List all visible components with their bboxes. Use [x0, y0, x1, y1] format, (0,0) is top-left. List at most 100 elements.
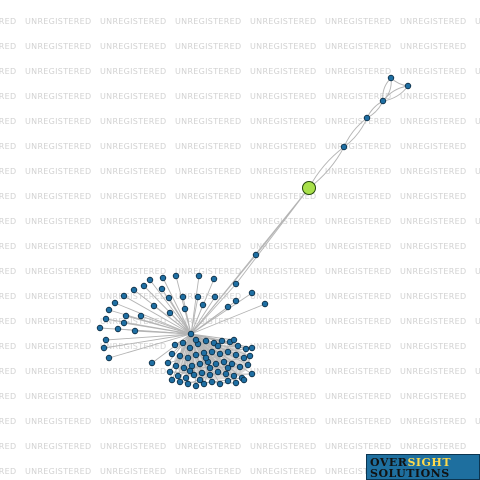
graph-node — [192, 351, 200, 359]
watermark-text: UNREGISTERED — [0, 242, 16, 251]
graph-node — [202, 354, 210, 362]
watermark-text: UNREGISTERED — [250, 67, 316, 76]
graph-node — [192, 382, 200, 390]
graph-edge — [103, 333, 192, 349]
graph-node — [224, 377, 232, 385]
graph-edge — [235, 187, 310, 285]
watermark-text: UNREGISTERED — [325, 242, 391, 251]
watermark-text: UNREGISTERED — [25, 67, 91, 76]
watermark-text: UNREGISTERED — [325, 17, 391, 26]
graph-node — [232, 297, 240, 305]
watermark-text: UNREGISTERED — [325, 142, 391, 151]
watermark-text: UNREGISTERED — [250, 42, 316, 51]
watermark-text: UNREGISTERED — [175, 192, 241, 201]
graph-node — [220, 358, 228, 366]
watermark-text: UNREGISTERED — [25, 417, 91, 426]
watermark-text: UNREGISTERED — [400, 267, 466, 276]
watermark-layer: UNREGISTERED UNREGISTERED UNREGISTERED UNRE… — [0, 17, 480, 476]
graph-edge — [123, 322, 192, 335]
watermark-text: UNREGISTERED — [175, 142, 241, 151]
watermark-text: UNREGISTERED — [100, 67, 166, 76]
watermark-text: UNREGISTERED — [25, 392, 91, 401]
graph-node — [248, 370, 256, 378]
graph-node — [208, 348, 216, 356]
watermark-text: UNREGISTERED — [175, 467, 241, 476]
watermark-text: UNREGISTERED — [325, 42, 391, 51]
graph-node-hub — [302, 181, 316, 195]
graph-node — [176, 378, 184, 386]
graph-edge — [140, 315, 192, 335]
graph-node — [224, 348, 232, 356]
graph-node — [210, 275, 218, 283]
watermark-text: UNREGISTERED — [25, 42, 91, 51]
watermark-text: UNREGISTERED — [400, 117, 466, 126]
graph-edge — [190, 275, 200, 335]
watermark-text: UNREGISTERED — [25, 267, 91, 276]
watermark-text: UNREGISTERED — [175, 442, 241, 451]
watermark-text: UNREGISTERED — [0, 317, 16, 326]
watermark-text: UNREGISTERED — [400, 417, 466, 426]
watermark-text: UNREGISTERED — [0, 342, 16, 351]
graph-edge — [149, 279, 192, 335]
graph-node — [180, 364, 188, 372]
watermark-text: UNREGISTERED — [0, 92, 16, 101]
watermark-text: UNREGISTERED — [250, 392, 316, 401]
graph-node — [105, 306, 113, 314]
watermark-text: UNREGISTERED — [0, 292, 16, 301]
graph-node — [340, 143, 348, 151]
graph-node — [105, 354, 113, 362]
graph-edge — [125, 315, 192, 335]
watermark-text: UNREGISTERED — [400, 367, 466, 376]
watermark-text: UNREGISTERED — [175, 267, 241, 276]
graph-node — [218, 337, 226, 345]
graph-edge — [190, 254, 257, 335]
watermark-text: UNREGISTERED — [100, 17, 166, 26]
graph-node — [195, 272, 203, 280]
watermark-text: UNREGISTERED — [250, 242, 316, 251]
watermark-text: UNREGISTERED — [325, 167, 391, 176]
graph-node — [212, 360, 220, 368]
watermark-text: UNREGISTERED — [250, 367, 316, 376]
watermark-text: UNREGISTERED — [100, 442, 166, 451]
graph-edge — [190, 333, 235, 341]
watermark-text: UNREGISTERED — [100, 392, 166, 401]
watermark-text: UNREGISTERED — [400, 392, 466, 401]
watermark-text: UNREGISTERED — [325, 217, 391, 226]
graph-node — [240, 376, 248, 384]
logo-text-over: OVER — [370, 456, 408, 469]
watermark-text: UNREGISTERED — [475, 367, 480, 376]
graph-node — [228, 360, 236, 368]
graph-node — [196, 376, 204, 384]
watermark-text: UNREGISTERED — [250, 467, 316, 476]
watermark-text: UNREGISTERED — [100, 417, 166, 426]
watermark-text: UNREGISTERED — [250, 317, 316, 326]
graph-edge — [190, 303, 266, 335]
graph-node — [120, 319, 128, 327]
graph-node — [224, 303, 232, 311]
watermark-text: UNREGISTERED — [100, 167, 166, 176]
graph-node — [216, 380, 224, 388]
graph-node — [172, 362, 180, 370]
watermark-text: UNREGISTERED — [0, 267, 16, 276]
graph-node — [184, 380, 192, 388]
graph-node — [206, 371, 214, 379]
graph-edge — [105, 333, 192, 341]
graph-node — [172, 272, 180, 280]
graph-node — [164, 359, 172, 367]
graph-node — [171, 341, 179, 349]
graph-node — [196, 360, 204, 368]
watermark-text: UNREGISTERED — [250, 142, 316, 151]
watermark-text: UNREGISTERED — [0, 442, 16, 451]
graph-edge — [190, 283, 237, 335]
graph-node — [248, 344, 256, 352]
watermark-text: UNREGISTERED — [250, 267, 316, 276]
graph-edge — [123, 295, 192, 335]
watermark-text: UNREGISTERED — [250, 342, 316, 351]
watermark-text: UNREGISTERED — [25, 192, 91, 201]
watermark-text: UNREGISTERED — [175, 67, 241, 76]
watermark-text: UNREGISTERED — [475, 17, 480, 26]
watermark-text: UNREGISTERED — [475, 67, 480, 76]
graph-node — [199, 301, 207, 309]
graph-node — [214, 368, 222, 376]
watermark-text: UNREGISTERED — [250, 417, 316, 426]
